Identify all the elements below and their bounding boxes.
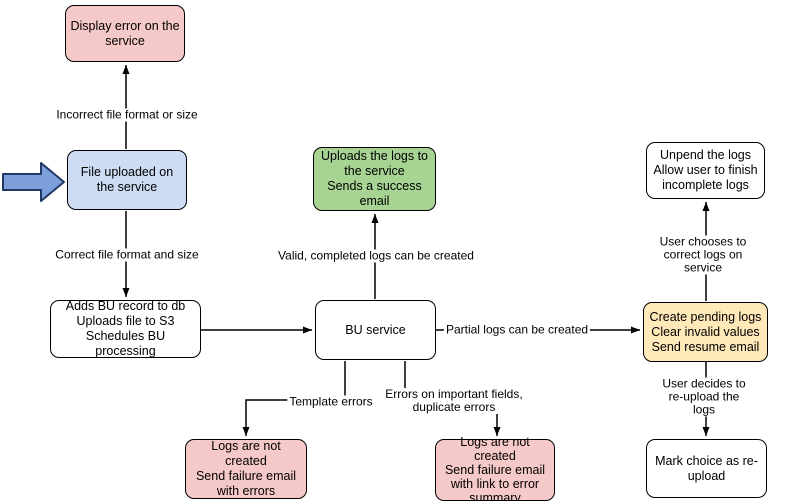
edge-label-valid-logs: Valid, completed logs can be created	[276, 248, 476, 263]
edge-label-correct-file: Correct file format and size	[53, 247, 201, 262]
edge-label-partial-logs: Partial logs can be created	[443, 322, 591, 337]
flow-start-arrow-icon	[2, 162, 65, 202]
node-upload-success: Uploads the logs to the service Sends a …	[313, 147, 436, 211]
edge-label-incorrect-file: Incorrect file format or size	[54, 107, 200, 122]
edge-label-template-errors: Template errors	[287, 394, 375, 409]
edge-label-user-decides: User decides to re-upload the logs	[655, 377, 753, 417]
edge-label-user-chooses: User chooses to correct logs on service	[654, 235, 752, 275]
node-unpend-logs: Unpend the logs Allow user to finish inc…	[646, 142, 765, 199]
node-logs-not-created-template: Logs are not created Send failure email …	[185, 439, 307, 499]
node-display-error: Display error on the service	[65, 5, 185, 62]
node-create-pending-logs: Create pending logs Clear invalid values…	[643, 302, 768, 362]
node-logs-not-created-fields: Logs are not created Send failure email …	[435, 435, 555, 501]
node-file-uploaded: File uploaded on the service	[67, 150, 187, 210]
node-adds-bu-record: Adds BU record to db Uploads file to S3 …	[50, 299, 201, 358]
node-bu-service: BU service	[315, 300, 436, 360]
node-mark-reupload: Mark choice as re-upload	[646, 439, 767, 498]
edge-label-important-field-errors: Errors on important fields, duplicate er…	[383, 387, 525, 414]
